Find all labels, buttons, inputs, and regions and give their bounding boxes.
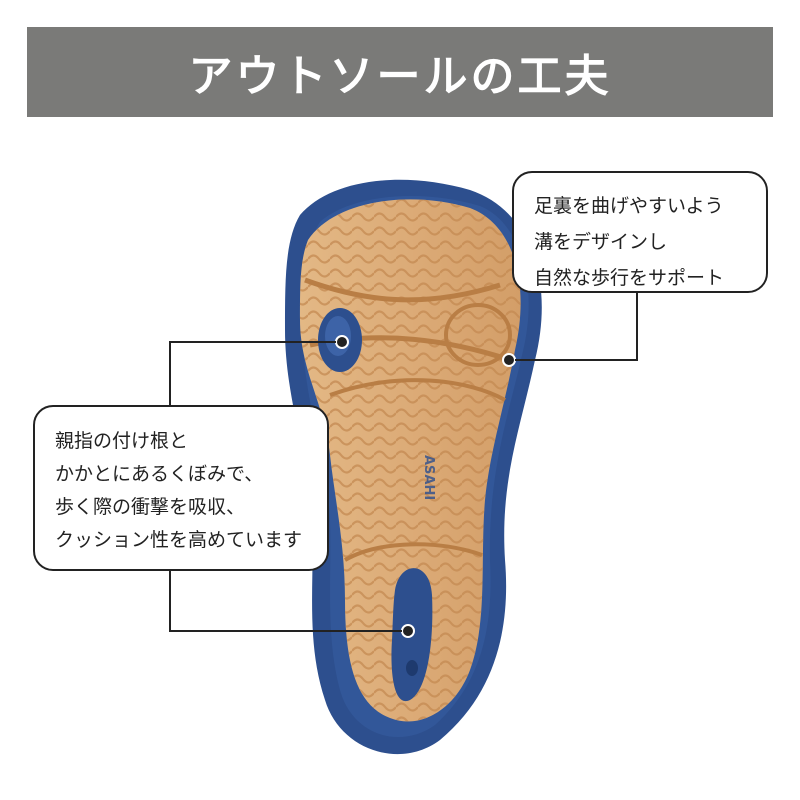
callout-cushion-line-1: 親指の付け根と — [55, 430, 189, 452]
marker-flex-groove — [502, 353, 516, 367]
callout-cushion-line-4: クッション性を高めています — [55, 529, 303, 551]
marker-forefoot-hollow — [335, 335, 349, 349]
callout-flex-groove-line-2: 溝をデザインし — [534, 231, 668, 253]
leader-heel — [169, 571, 402, 632]
title-banner: アウトソールの工夫 — [27, 27, 773, 117]
callout-flex-groove-line-3: 自然な歩行をサポート — [534, 267, 725, 289]
callout-cushion: 親指の付け根と かかとにあるくぼみで、 歩く際の衝撃を吸収、 クッション性を高め… — [33, 405, 329, 571]
page-title: アウトソールの工夫 — [188, 51, 612, 102]
flex-groove-1 — [304, 277, 501, 303]
callout-cushion-line-2: かかとにあるくぼみで、 — [55, 463, 264, 485]
leader-forefoot — [169, 341, 336, 405]
marker-heel-hollow — [401, 624, 415, 638]
flex-groove-3 — [329, 378, 506, 402]
forefoot-pad — [444, 303, 512, 367]
callout-flex-groove-line-1: 足裏を曲げやすいよう — [534, 195, 724, 217]
callout-flex-groove: 足裏を曲げやすいよう 溝をデザインし 自然な歩行をサポート — [512, 171, 768, 293]
leader-groove — [515, 293, 638, 361]
sole-brand-mark: ASAHI — [421, 455, 436, 500]
callout-cushion-line-3: 歩く際の衝撃を吸収、 — [55, 496, 246, 518]
flex-groove-4 — [344, 542, 483, 562]
